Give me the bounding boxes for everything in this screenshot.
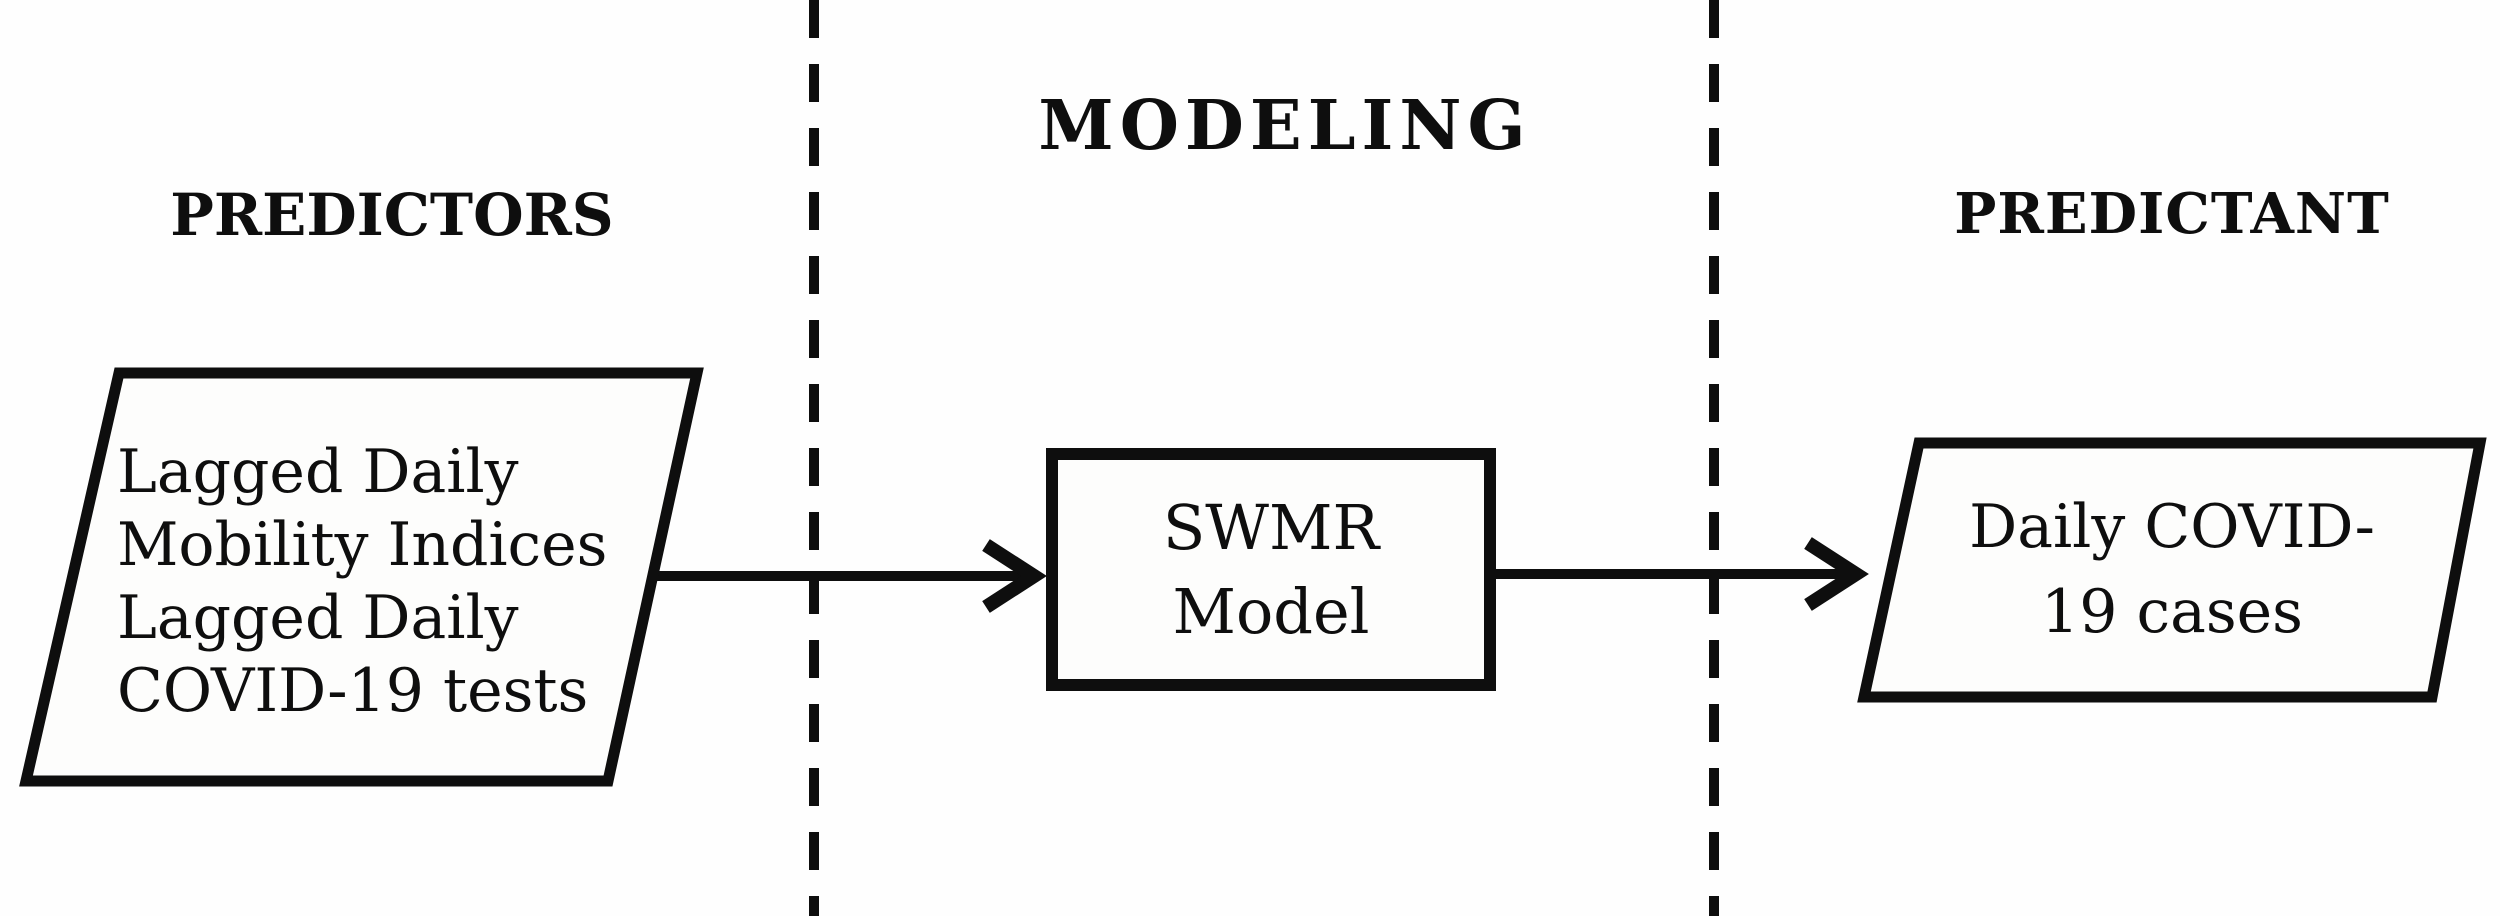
arrow-inputs-to-model [648,539,1047,613]
output-text-line: Daily COVID- [1969,492,2375,562]
modeling-heading: MODELING [1038,86,1532,166]
output-parallelogram [1857,437,2487,703]
inputs-text-line: COVID-19 tests [117,656,589,726]
predictors-heading: PREDICTORS [170,181,614,249]
model-box [1046,448,1496,691]
output-text-line: 19 cases [2041,577,2303,647]
predictant-heading: PREDICTANT [1954,181,2390,247]
inputs-text-line: Mobility Indices [117,510,608,580]
model-text-line: Model [1172,574,1370,648]
arrowhead-icon [1804,537,1869,611]
model-text-line: SWMR [1162,490,1380,564]
arrow-model-to-output [1491,537,1869,611]
model-node-text: SWMR Model [1052,454,1490,685]
inputs-text-line: Lagged Daily [117,437,519,507]
inputs-node-text: Lagged Daily Mobility Indices Lagged Dai… [117,436,607,728]
arrowhead-icon [982,539,1047,613]
inputs-text-line: Lagged Daily [117,583,519,653]
inputs-parallelogram [19,367,704,787]
output-node-text: Daily COVID- 19 cases [1864,443,2480,697]
